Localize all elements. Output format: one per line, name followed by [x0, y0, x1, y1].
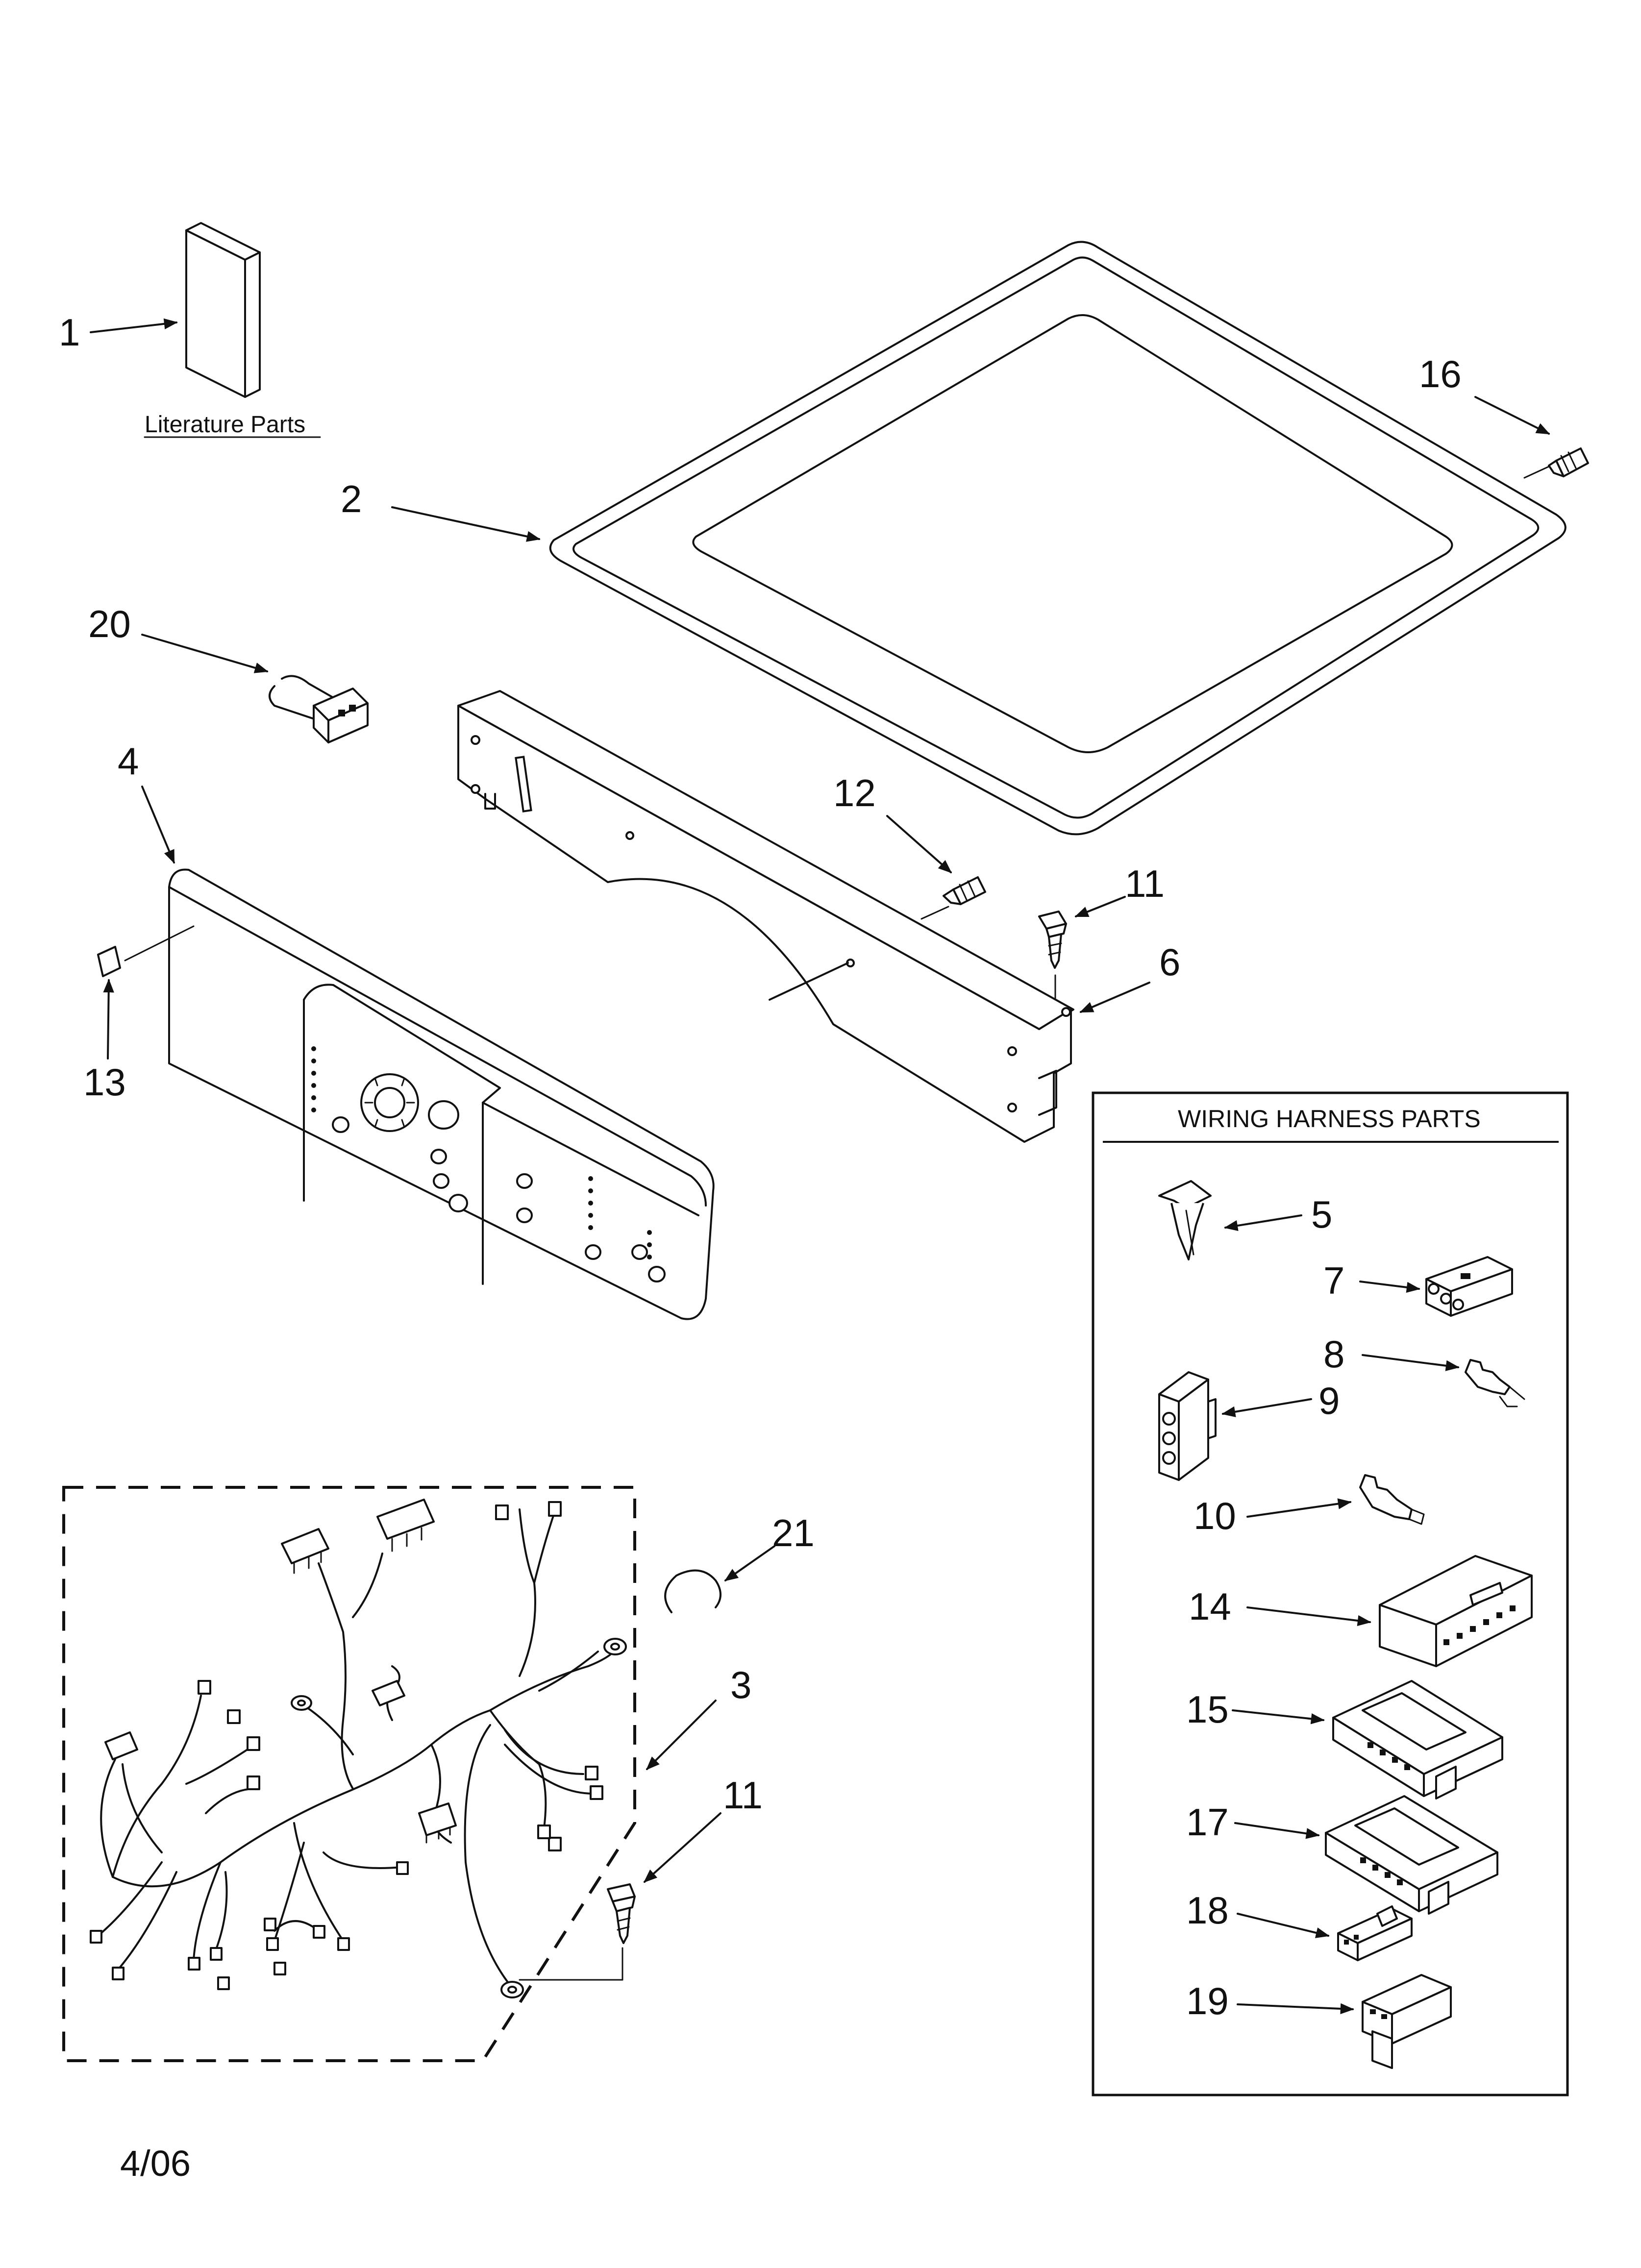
callout-9: 9 — [1318, 1379, 1340, 1422]
leader-2 — [391, 506, 541, 542]
leader-5 — [1224, 1214, 1302, 1232]
leader-16-tail — [1523, 466, 1550, 479]
connector-part-19 — [1362, 1974, 1452, 2069]
leader-15 — [1232, 1709, 1325, 1725]
callout-19: 19 — [1186, 1979, 1229, 2022]
top-panel — [549, 241, 1566, 836]
leader-10 — [1246, 1498, 1352, 1518]
callout-14: 14 — [1189, 1585, 1231, 1628]
callout-11-lower: 11 — [723, 1774, 763, 1817]
callout-10: 10 — [1193, 1494, 1236, 1537]
control-console-part-4 — [168, 868, 715, 1320]
literature-booklet — [185, 222, 261, 398]
connector-part-7 — [1425, 1256, 1513, 1317]
leader-17 — [1234, 1822, 1320, 1839]
leader-21 — [724, 1545, 775, 1581]
callout-17: 17 — [1186, 1800, 1229, 1844]
leader-11-upper — [1074, 896, 1126, 917]
callout-4: 4 — [118, 740, 139, 783]
leader-6 — [1079, 982, 1150, 1013]
label-part-13 — [97, 946, 121, 977]
leader-19 — [1237, 2003, 1354, 2015]
leader-12 — [886, 815, 952, 873]
date-code: 4/06 — [120, 2143, 191, 2184]
callout-3: 3 — [730, 1663, 751, 1706]
callout-2: 2 — [341, 477, 362, 520]
leader-1 — [90, 318, 178, 333]
leader-11-lower — [643, 1812, 721, 1883]
callout-21: 21 — [772, 1511, 815, 1554]
connector-part-9 — [1158, 1371, 1217, 1481]
leader-20 — [141, 634, 269, 673]
connector-part-18 — [1337, 1905, 1413, 1961]
callout-1: 1 — [59, 311, 80, 354]
leader-12-tail — [920, 906, 949, 920]
wiring-harness-parts-box — [1092, 1091, 1569, 2096]
callout-7: 7 — [1323, 1259, 1344, 1302]
callout-8: 8 — [1323, 1332, 1344, 1376]
callout-5: 5 — [1311, 1193, 1332, 1236]
callout-12: 12 — [833, 771, 876, 814]
leader-8 — [1362, 1354, 1460, 1371]
leader-14 — [1246, 1606, 1371, 1627]
screw-part-11-upper — [1038, 911, 1067, 969]
callout-15: 15 — [1186, 1688, 1229, 1731]
callout-11-upper: 11 — [1125, 862, 1165, 905]
connector-housing-part-17 — [1325, 1795, 1498, 1915]
screw-part-16 — [1548, 447, 1589, 477]
wiring-box-title: WIRING HARNESS PARTS — [1178, 1105, 1481, 1133]
screw-part-11-lower — [607, 1883, 636, 1944]
label-pointer-line — [124, 925, 195, 961]
bracket-pointer-line — [769, 962, 849, 1001]
bracket-part-6 — [457, 690, 1074, 1143]
clip-part-5 — [1158, 1180, 1212, 1260]
terminal-part-8 — [1465, 1359, 1525, 1407]
callout-13: 13 — [83, 1060, 126, 1104]
callout-16: 16 — [1419, 352, 1462, 395]
leader-7 — [1359, 1281, 1420, 1293]
wiring-harness-part-3 — [62, 1486, 636, 2062]
leader-18 — [1237, 1913, 1330, 1938]
connector-housing-part-14 — [1379, 1555, 1533, 1667]
callout-18: 18 — [1186, 1889, 1229, 1932]
leader-13 — [103, 979, 114, 1060]
harness-plug-part-20 — [269, 675, 369, 743]
callout-6: 6 — [1159, 940, 1180, 984]
clip-part-21 — [664, 1569, 721, 1613]
leader-9 — [1221, 1398, 1312, 1417]
terminal-part-10 — [1359, 1474, 1425, 1525]
literature-parts-label: Literature Parts — [145, 412, 305, 438]
callout-20: 20 — [88, 602, 131, 645]
leader-3 — [646, 1700, 717, 1770]
connector-housing-part-15 — [1332, 1680, 1503, 1800]
leader-16 — [1474, 396, 1550, 435]
leader-4 — [141, 786, 175, 864]
screw-part-12 — [943, 876, 986, 905]
